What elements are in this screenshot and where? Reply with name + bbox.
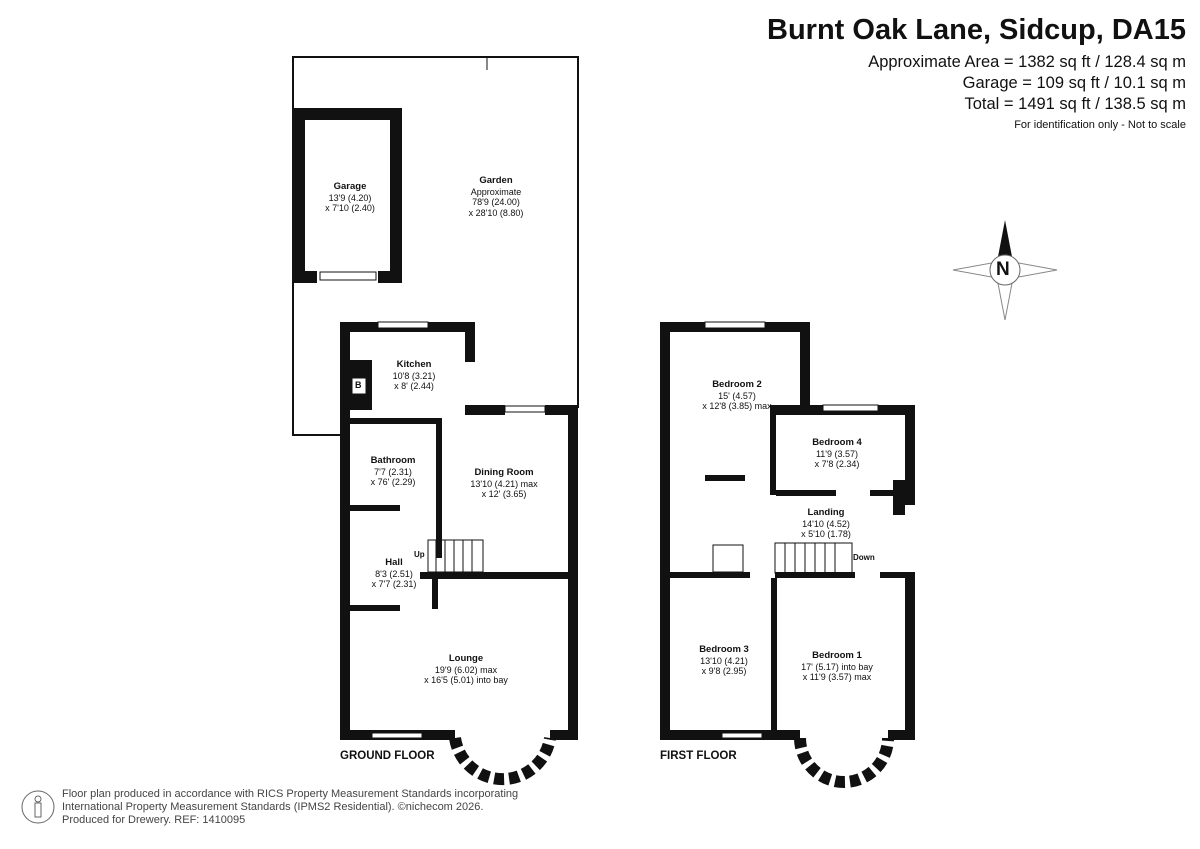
stairs-down-label: Down [853, 553, 875, 562]
lounge-bay [449, 736, 556, 786]
compass-icon [952, 220, 1058, 321]
bedroom1-bay [794, 737, 894, 788]
first-stairs [774, 542, 853, 574]
page-title: Burnt Oak Lane, Sidcup, DA15 [767, 14, 1186, 46]
kitchen-window [377, 321, 429, 329]
dining-door-window [504, 405, 546, 413]
bedroom2-window [704, 321, 766, 329]
footer-line-1: Floor plan produced in accordance with R… [62, 788, 519, 800]
footer-text: Floor plan produced in accordance with R… [62, 788, 518, 827]
shower-tray [712, 544, 744, 573]
bedroom3-window [721, 732, 763, 739]
bedroom4-window [822, 404, 879, 412]
approx-area: Approximate Area = 1382 sq ft / 128.4 sq… [868, 53, 1186, 71]
first-floor-label: FIRST FLOOR [660, 750, 737, 762]
boiler-box [351, 377, 367, 395]
boiler-label: B [355, 380, 362, 390]
scale-note: For identification only - Not to scale [1014, 119, 1186, 131]
compass-label: N [996, 259, 1010, 280]
ground-floor-label: GROUND FLOOR [340, 750, 435, 762]
footer-line-3: Produced for Drewery. REF: 1410095 [62, 814, 246, 826]
garage-walls [293, 108, 402, 283]
garage-door [319, 271, 377, 281]
footer-line-2: International Property Measurement Stand… [62, 801, 484, 813]
total-area: Total = 1491 sq ft / 138.5 sq m [964, 95, 1186, 113]
garden-outline [292, 56, 579, 436]
lounge-window [371, 732, 423, 739]
ground-stairs [427, 539, 484, 573]
first-floor-walls [660, 322, 915, 740]
stairs-up-label: Up [414, 550, 425, 559]
garage-area: Garage = 109 sq ft / 10.1 sq m [962, 74, 1186, 92]
person-icon [21, 790, 55, 824]
